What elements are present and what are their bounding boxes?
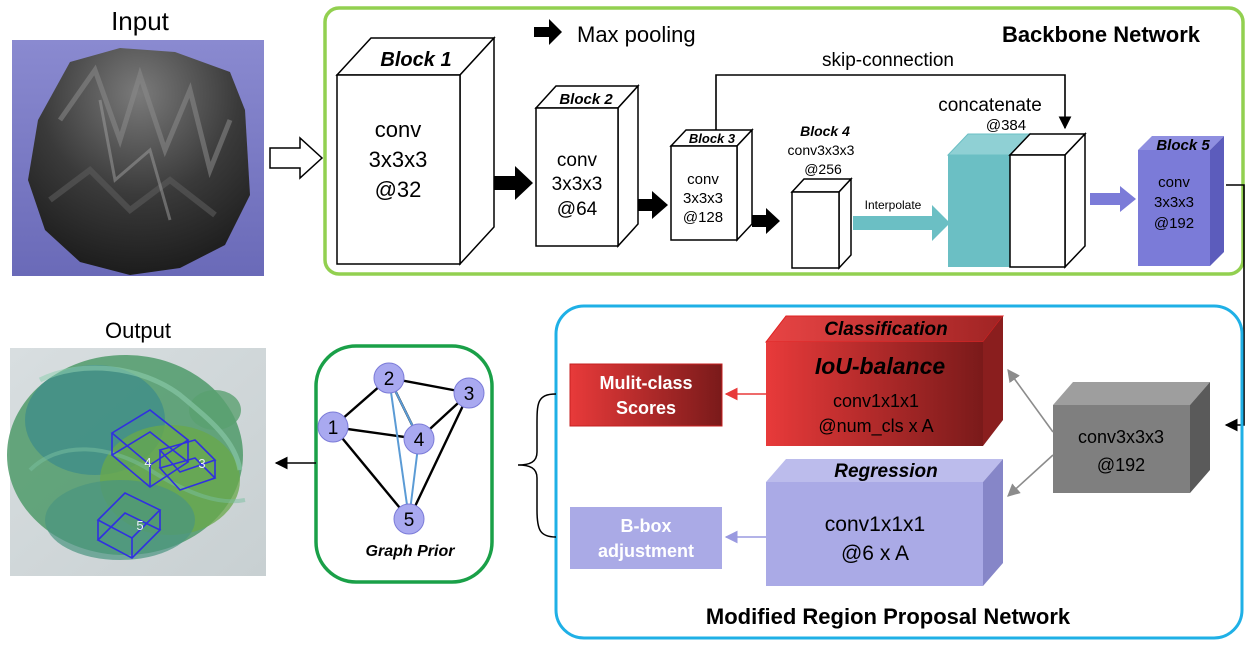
bbox-line-2: adjustment: [598, 541, 694, 561]
max-pooling-legend-arrow: [534, 19, 562, 45]
block-5-line-1: conv: [1158, 174, 1190, 191]
detection-label-5: 5: [136, 518, 143, 533]
graph-node-3: [453, 377, 485, 409]
block-3-name: Block 3: [689, 131, 736, 146]
regression-op: conv1x1x1: [825, 513, 925, 536]
graph-node-4: [403, 423, 435, 455]
rpn-shared-conv: conv3x3x3 @192: [1053, 382, 1210, 493]
block-5: Block 5 conv 3x3x3 @192: [1138, 136, 1224, 266]
block-4-name: Block 4: [800, 123, 850, 139]
regression-branch: Regression conv1x1x1 @6 x A: [766, 459, 1003, 586]
regression-channels: @6 x A: [841, 542, 909, 565]
concatenate-block: concatenate @384: [938, 95, 1087, 269]
rpn-shared-op: conv3x3x3: [1078, 427, 1164, 447]
block-4: Block 4 conv3x3x3 @256: [788, 123, 855, 270]
concatenate-channels: @384: [986, 117, 1026, 134]
graph-node-label-4: 4: [414, 430, 425, 451]
graph-node-1: [317, 411, 349, 443]
classification-header: Classification: [824, 319, 948, 340]
classification-op: conv1x1x1: [833, 391, 919, 411]
block-3-line-2: 3x3x3: [683, 190, 723, 207]
graph-node-label-2: 2: [384, 369, 395, 390]
input-title: Input: [111, 6, 170, 36]
graph-edge-3-5: [407, 392, 471, 520]
concatenate-label: concatenate: [938, 95, 1042, 116]
block-1-name: Block 1: [380, 49, 451, 71]
detection-label-4: 4: [144, 455, 151, 470]
backbone-title: Backbone Network: [1002, 22, 1201, 47]
skip-connection-line: [715, 74, 1072, 130]
graph-node-label-1: 1: [328, 418, 339, 439]
block-3: Block 3 conv 3x3x3 @128: [669, 128, 754, 242]
pool-arrow-1: [494, 166, 533, 200]
graph-prior-frame: [314, 344, 494, 584]
interpolate-arrow: [853, 205, 950, 241]
input-to-backbone-arrow: [269, 136, 324, 180]
bbox-line-1: B-box: [621, 516, 672, 536]
output-title: Output: [105, 318, 171, 343]
block-2-name: Block 2: [559, 91, 613, 108]
block-2-line-3: @64: [557, 199, 598, 220]
scores-line-2: Scores: [616, 398, 676, 418]
concat-to-block5-arrow: [1090, 186, 1136, 212]
bbox-box: B-box adjustment: [570, 507, 722, 569]
backbone-frame: [323, 6, 1245, 276]
block-1: Block 1 conv 3x3x3 @32: [335, 36, 496, 266]
regression-header: Regression: [834, 461, 937, 482]
block-4-channels: @256: [804, 161, 842, 177]
graph-edges: [332, 376, 471, 520]
graph-edge-1-5: [332, 426, 410, 520]
output-volume-image: [7, 348, 266, 576]
interpolate-label: Interpolate: [865, 198, 922, 212]
detection-boxes: [96, 409, 217, 559]
graph-node-5: [393, 503, 425, 535]
block-1-line-2: 3x3x3: [369, 147, 428, 172]
shared-to-classification-arrow: [1007, 368, 1054, 433]
shared-to-regression-arrow: [1007, 454, 1054, 497]
classification-branch: Classification IoU-balance conv1x1x1 @nu…: [764, 315, 1005, 446]
graph-node-label-3: 3: [464, 384, 475, 405]
graph-prior-edge-2-5: [388, 377, 410, 520]
block-2-line-1: conv: [557, 150, 598, 171]
pool-arrow-2: [638, 191, 668, 219]
classification-channels: @num_cls x A: [818, 416, 933, 437]
block-3-line-1: conv: [687, 171, 719, 188]
scores-line-1: Mulit-class: [599, 373, 692, 393]
graph-nodes: 1 2 3 4 5: [317, 362, 485, 535]
skip-connection-label: skip-connection: [822, 50, 954, 71]
block-2-line-2: 3x3x3: [552, 174, 603, 195]
graph-node-2: [373, 362, 405, 394]
block-5-line-2: 3x3x3: [1154, 194, 1194, 211]
graph-prior-title: Graph Prior: [366, 543, 456, 560]
classification-subtitle: IoU-balance: [815, 353, 946, 379]
rpn-frame: [554, 304, 1244, 640]
input-volume-image: [12, 40, 264, 276]
backbone-to-rpn-connector: [1224, 184, 1245, 432]
max-pooling-legend-label: Max pooling: [577, 22, 696, 47]
block-5-line-3: @192: [1154, 215, 1194, 232]
graph-node-label-5: 5: [404, 510, 415, 531]
block-1-line-3: @32: [375, 177, 422, 202]
rpn-shared-channels: @192: [1097, 455, 1145, 475]
detection-label-3: 3: [198, 456, 205, 471]
scores-box: Mulit-class Scores: [569, 363, 723, 427]
block-2: Block 2 conv 3x3x3 @64: [534, 84, 640, 248]
block-4-op: conv3x3x3: [788, 142, 855, 158]
block-5-name: Block 5: [1156, 137, 1210, 154]
block-3-line-3: @128: [683, 209, 723, 226]
output-brace: [517, 393, 557, 538]
pool-arrow-3: [752, 208, 780, 234]
rpn-title: Modified Region Proposal Network: [706, 604, 1071, 629]
block-1-line-1: conv: [375, 117, 421, 142]
